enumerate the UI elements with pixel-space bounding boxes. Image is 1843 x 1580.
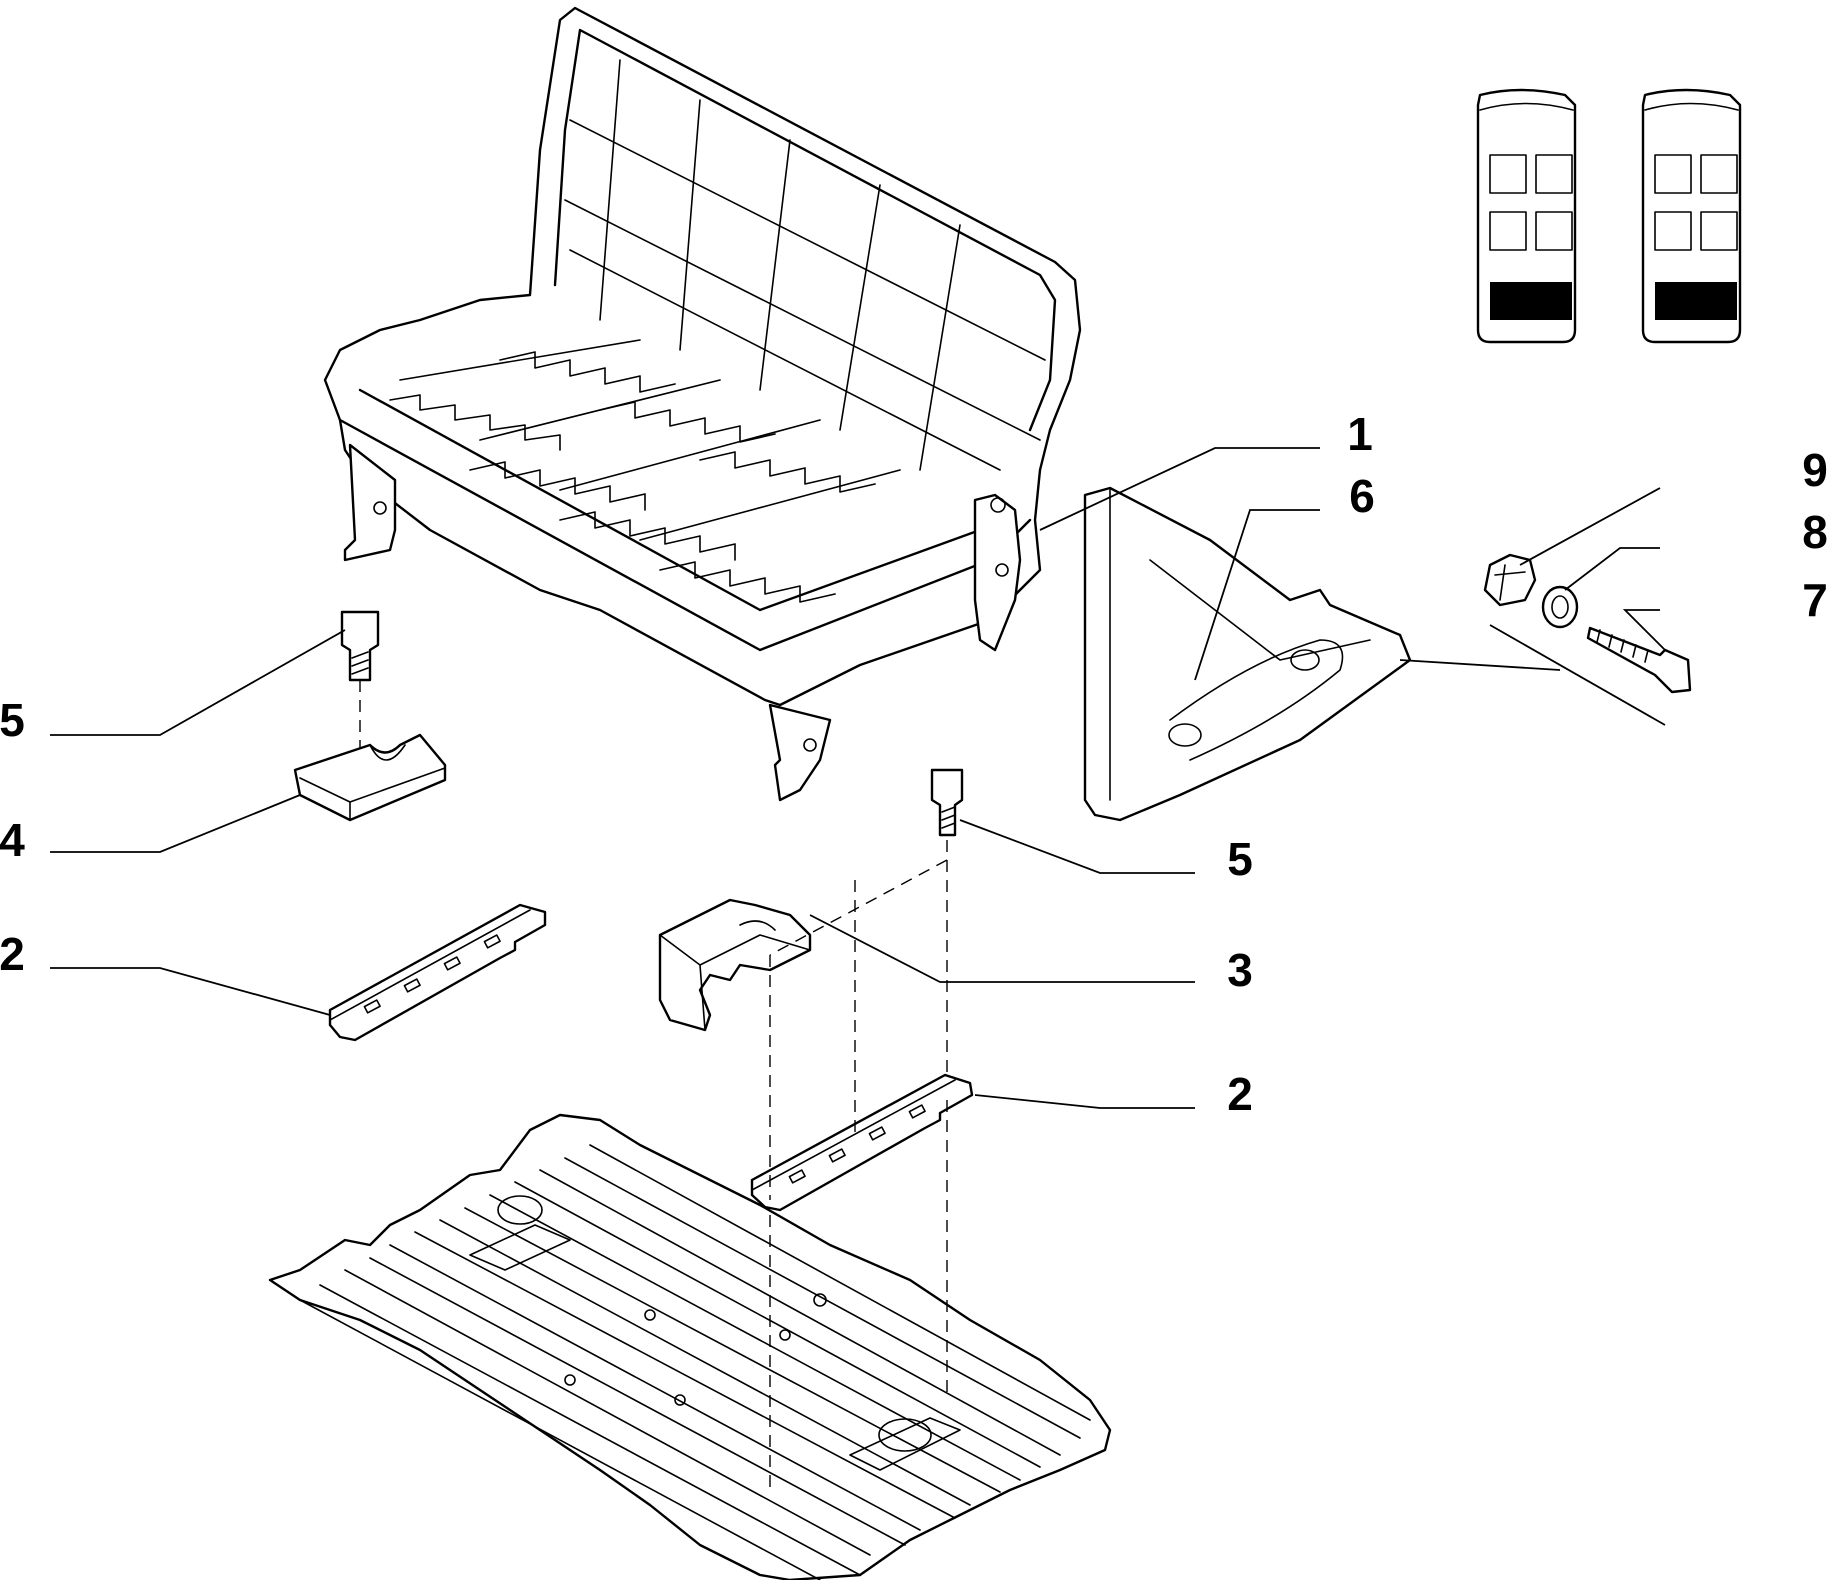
callout-7: 7 xyxy=(1802,574,1828,626)
vehicle-floor-panel xyxy=(268,1113,1112,1580)
callout-leader-lines xyxy=(50,447,1666,1109)
callout-labels: 1 6 9 8 7 5 4 5 2 3 2 xyxy=(0,408,1828,1120)
callout-8: 8 xyxy=(1802,506,1828,558)
seat-rail-right xyxy=(750,1073,974,1212)
bracket-cover xyxy=(293,733,447,822)
callout-3: 3 xyxy=(1227,944,1253,996)
side-trim-cover xyxy=(1083,486,1412,822)
bolt-upper xyxy=(340,610,380,682)
callout-2-right: 2 xyxy=(1227,1068,1253,1120)
callout-1: 1 xyxy=(1347,408,1373,460)
mounting-bracket xyxy=(658,898,812,1032)
tapping-screw xyxy=(1586,626,1692,694)
assembly-guide-lines xyxy=(769,840,948,1490)
callout-6: 6 xyxy=(1349,470,1375,522)
bolt-lower xyxy=(930,768,964,837)
hex-nut xyxy=(1483,553,1537,607)
callout-5-upper: 5 xyxy=(0,694,25,746)
remote-control-icons xyxy=(1476,88,1742,344)
callout-2-left: 2 xyxy=(0,928,25,980)
remote-control-left-icon xyxy=(1476,88,1577,344)
callout-5-lower: 5 xyxy=(1227,833,1253,885)
remote-control-right-icon xyxy=(1641,88,1742,344)
washer xyxy=(1541,585,1579,629)
seat-rail-left xyxy=(328,903,547,1042)
callout-4: 4 xyxy=(0,814,25,866)
callout-9: 9 xyxy=(1802,444,1828,496)
rear-seat-frame xyxy=(323,6,1082,802)
